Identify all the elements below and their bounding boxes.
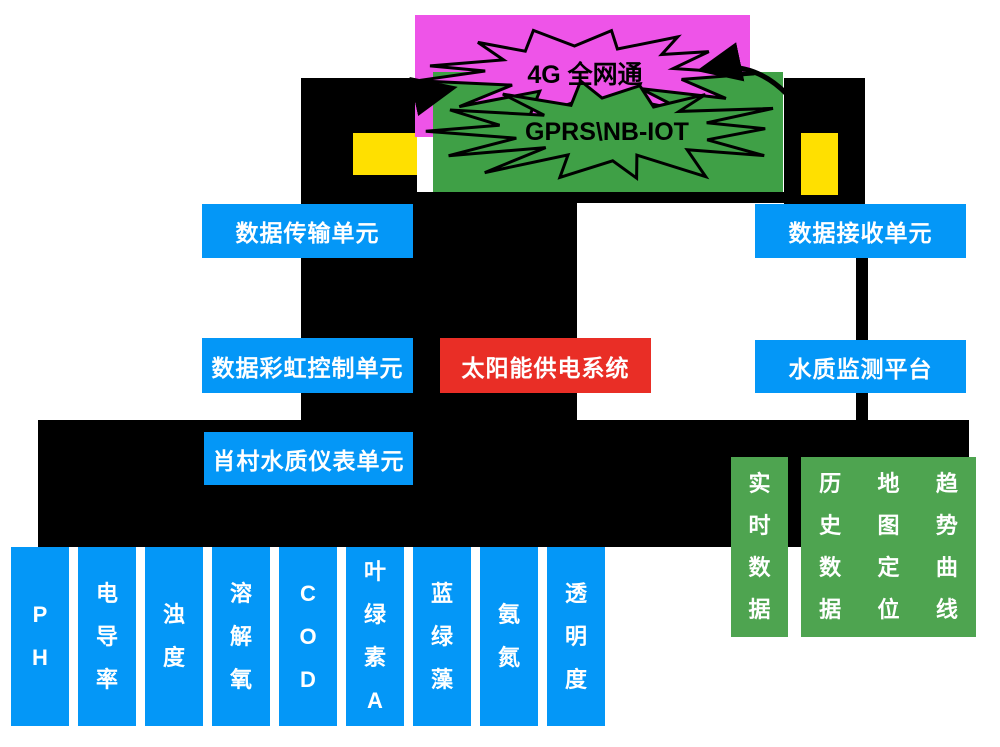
connector-top-band [301, 192, 865, 203]
sensor-char: 度 [564, 666, 587, 692]
sensor-box-3: 浊度 [145, 547, 203, 726]
box-meter-unit: 肖村水质仪表单元 [204, 432, 413, 485]
sensor-char: P [32, 602, 48, 627]
feature-char: 史 [819, 513, 842, 538]
feature-char: 据 [748, 597, 771, 622]
sensor-char: 氮 [497, 645, 520, 670]
sensor-char: A [367, 688, 383, 713]
feature-char: 历 [819, 471, 842, 496]
sensor-char: O [299, 623, 317, 649]
sensor-char: 氨 [497, 602, 520, 627]
panel-platform-features: 历史数据 地图定位 趋势曲线 [801, 457, 976, 637]
sensor-char: C [300, 580, 316, 606]
sensor-char: 蓝 [430, 580, 453, 606]
feature-char: 位 [877, 597, 900, 622]
feature-char: 趋 [935, 471, 958, 496]
sensor-char: 浊 [162, 602, 185, 627]
cloud-4g-label: 4G 全网通 [527, 61, 643, 89]
box-solar-power-system: 太阳能供电系统 [440, 338, 651, 393]
sensor-char: 明 [564, 623, 587, 649]
feature-char: 时 [748, 513, 771, 538]
sensor-box-2: 电导率 [78, 547, 136, 726]
sensor-char: 解 [229, 623, 252, 649]
sensor-char: 叶 [363, 559, 386, 584]
sensor-char: D [300, 666, 316, 692]
sensor-char: 藻 [430, 666, 453, 692]
sensor-char: 素 [363, 645, 386, 670]
feature-char: 数 [819, 555, 842, 580]
sensor-char: 导 [95, 623, 118, 649]
sensor-box-9: 透明度 [547, 547, 605, 726]
box-data-transmit-unit: 数据传输单元 [202, 204, 413, 258]
connector-right-line-upper [856, 258, 868, 340]
feature-char: 数 [748, 555, 771, 580]
feature-char: 势 [935, 513, 958, 538]
box-data-receive-unit: 数据接收单元 [755, 204, 966, 258]
feature-char: 实 [748, 471, 771, 496]
sensor-char: 溶 [229, 580, 252, 606]
sensor-char: 率 [95, 666, 118, 692]
antenna-left-icon [353, 133, 417, 175]
sensor-char: H [32, 645, 48, 670]
antenna-right-icon [801, 133, 838, 195]
sensor-char: 绿 [430, 623, 453, 649]
feature-column-3: 地图定位 [877, 473, 899, 621]
sensor-char: 氧 [229, 666, 252, 692]
feature-column-2: 历史数据 [819, 473, 841, 621]
panel-realtime-data: 实时数据 [731, 457, 788, 637]
feature-char: 据 [819, 597, 842, 622]
sensor-char: 透 [564, 580, 587, 606]
box-data-control-unit: 数据彩虹控制单元 [202, 338, 413, 393]
sensor-box-8: 氨氮 [480, 547, 538, 726]
sensor-char: 度 [162, 645, 185, 670]
feature-char: 定 [877, 555, 900, 580]
feature-char: 地 [877, 471, 900, 496]
sensor-char: 绿 [363, 602, 386, 627]
sensor-char: 电 [95, 580, 118, 606]
connector-right-line-lower [856, 393, 868, 422]
box-monitor-platform: 水质监测平台 [755, 340, 966, 393]
feature-char: 线 [935, 597, 958, 622]
sensor-box-7: 蓝绿藻 [413, 547, 471, 726]
sensor-box-4: 溶解氧 [212, 547, 270, 726]
feature-char: 图 [877, 513, 900, 538]
feature-column-4: 趋势曲线 [936, 473, 958, 621]
cloud-gprs-label: GPRS\NB-IOT [525, 117, 689, 146]
feature-char: 曲 [935, 555, 958, 580]
